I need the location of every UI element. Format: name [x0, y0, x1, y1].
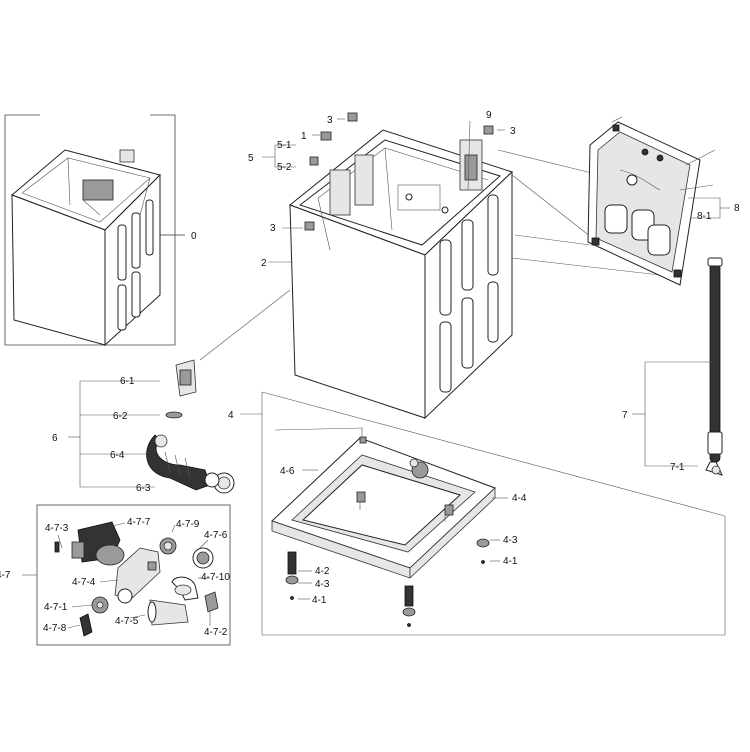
back-panel-8 — [587, 116, 730, 286]
callout-4-7-6: 4-7-6 — [204, 530, 228, 541]
callout-4: 4 — [228, 410, 234, 421]
callout-4-7: 4-7 — [0, 570, 11, 581]
callout-6-3: 6-3 — [136, 483, 151, 494]
callout-4-1-left: 4-1 — [312, 595, 327, 606]
callout-6-2: 6-2 — [113, 411, 128, 422]
cabinet-2 — [199, 112, 661, 420]
drain-hose-6 — [68, 359, 235, 494]
callout-6-4: 6-4 — [110, 450, 125, 461]
callout-3-top: 3 — [327, 115, 333, 126]
callout-3-top-right: 3 — [510, 126, 516, 137]
hose-7 — [632, 257, 723, 476]
callout-4-7-8: 4-7-8 — [43, 623, 67, 634]
callout-5-1: 5-1 — [277, 140, 292, 151]
callout-6: 6 — [52, 433, 58, 444]
callout-4-3-left: 4-3 — [315, 579, 330, 590]
callout-4-7-2: 4-7-2 — [204, 627, 228, 638]
pump-assembly-4-7 — [22, 504, 231, 646]
callout-9: 9 — [486, 110, 492, 121]
callout-6-1: 6-1 — [120, 376, 135, 387]
callout-4-3-right: 4-3 — [503, 535, 518, 546]
callout-4-7-3: 4-7-3 — [45, 523, 69, 534]
callout-7: 7 — [622, 410, 628, 421]
callout-4-7-4: 4-7-4 — [72, 577, 96, 588]
callout-4-7-5: 4-7-5 — [115, 616, 139, 627]
callout-4-7-7: 4-7-7 — [127, 517, 151, 528]
callout-4-6: 4-6 — [280, 466, 295, 477]
callout-0: 0 — [191, 231, 197, 242]
callout-5-2: 5-2 — [277, 162, 292, 173]
callout-4-2: 4-2 — [315, 566, 330, 577]
callout-4-4: 4-4 — [512, 493, 527, 504]
assembly-0-cabinet — [4, 114, 185, 347]
base-assembly-4 — [240, 391, 726, 636]
callout-1: 1 — [301, 131, 307, 142]
callout-8: 8 — [734, 203, 740, 214]
callout-4-7-1: 4-7-1 — [44, 602, 68, 613]
callout-5: 5 — [248, 153, 254, 164]
callout-2: 2 — [261, 258, 267, 269]
callout-8-1: 8-1 — [697, 211, 712, 222]
callout-4-7-9: 4-7-9 — [176, 519, 200, 530]
callout-3-left: 3 — [270, 223, 276, 234]
callout-4-1-right: 4-1 — [503, 556, 518, 567]
callout-labels: 0 1 2 3 3 3 4 4-1 4-1 4-2 4-3 4-3 4-4 4-… — [0, 110, 740, 638]
callout-7-1: 7-1 — [670, 462, 685, 473]
callout-4-7-10: 4-7-10 — [201, 572, 230, 583]
